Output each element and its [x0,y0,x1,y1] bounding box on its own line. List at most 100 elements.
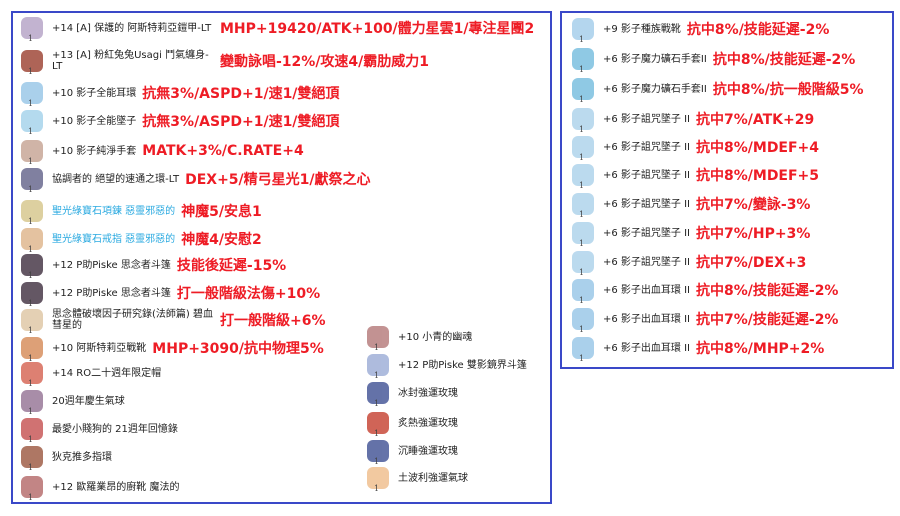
item-name: +10 影子全能耳環 [52,87,137,99]
boots-icon [21,337,43,363]
item-stats: 抗中7%/DEX+3 [696,255,807,271]
necklace-icon [21,200,43,226]
item-stats: 抗中7%/ATK+29 [696,112,815,128]
equipment-item[interactable]: 沉睡強運玫瑰 [367,438,458,466]
boots-icon [21,476,43,502]
item-name: +12 P助Piske 思念者斗篷 [52,259,171,271]
equipment-item[interactable]: +6 影子詛咒墜子 II 抗中7%/HP+3% [572,220,811,248]
pendant-icon [572,222,594,248]
item-stats: 抗中8%/MDEF+5 [696,168,820,184]
glove-icon [21,140,43,166]
item-name: +12 P助Piske 雙影鏡界斗篷 [398,359,527,371]
equipment-item[interactable]: +6 影子詛咒墜子 II 抗中8%/MDEF+5 [572,162,820,190]
item-stats: 抗中8%/技能延遲-2% [712,52,856,68]
pendant-icon [572,108,594,134]
item-name: +6 影子出血耳環 II [603,342,690,354]
item-name: 聖光綠寶石戒指 惡靈邪惡的 [52,233,176,245]
item-name: +6 影子出血耳環 II [603,284,690,296]
equipment-item[interactable]: +13 [A] 粉紅兔兔Usagi 鬥氣纏身-LT變動詠唱-12%/攻速4/霸肋… [21,48,429,76]
item-name: +10 阿斯特莉亞戰靴 [52,342,147,354]
glove-icon [572,48,594,74]
item-stats: DEX+5/精弓星光1/獻祭之心 [185,172,371,188]
equipment-item[interactable]: +12 歐羅業昂的廚靴 魔法的 [21,474,180,502]
item-stats: 技能後延遲-15% [176,258,287,274]
rose-icon [367,440,389,466]
item-stats: 打一般階級法傷+10% [176,286,321,302]
equipment-item[interactable]: +12 P助Piske 雙影鏡界斗篷 [367,352,527,380]
item-stats: 抗中7%/HP+3% [696,226,811,242]
cloak-icon [21,282,43,308]
rose-icon [367,382,389,408]
item-name: 思念體破壞因子研究錄(法師篇) 碧血彗星的 [52,309,213,331]
armor-icon [21,17,43,43]
item-name: +6 影子詛咒墜子 II [603,227,690,239]
equipment-item[interactable]: 土波利強運氣球 [367,465,468,493]
item-stats: 抗中8%/MDEF+4 [696,140,820,156]
item-name: +10 影子全能墜子 [52,115,137,127]
item-stats: 神魔5/安息1 [181,204,262,220]
balloon-icon [367,467,389,493]
item-stats: 抗中8%/技能延遲-2% [686,22,830,38]
item-name: +6 影子詛咒墜子 II [603,169,690,181]
equipment-item[interactable]: 20週年慶生氣球 [21,388,125,416]
item-name: +6 影子魔力礦石手套II [603,83,707,95]
ring-icon [21,168,43,194]
item-name: 冰封強運玫瑰 [398,387,458,399]
equipment-item[interactable]: 冰封強運玫瑰 [367,380,458,408]
item-name: 狄克推多指環 [52,451,112,463]
item-stats: 抗無3%/ASPD+1/速1/雙絕頂 [142,114,340,130]
pendant-icon [572,251,594,277]
item-name: +6 影子詛咒墜子 II [603,198,690,210]
item-name: +14 [A] 保護的 阿斯特莉亞鎧甲-LT [52,22,212,34]
equipment-item[interactable]: 狄克推多指環 [21,444,112,472]
equipment-item[interactable]: +6 影子詛咒墜子 II 抗中7%/ATK+29 [572,106,815,134]
equipment-item[interactable]: +14 RO二十週年限定帽 [21,360,162,388]
item-name: +13 [A] 粉紅兔兔Usagi 鬥氣纏身-LT [52,50,209,72]
item-name: +6 影子詛咒墜子 II [603,113,690,125]
book-icon [21,309,43,335]
equipment-item[interactable]: +6 影子詛咒墜子 II 抗中7%/DEX+3 [572,249,807,277]
cloak-icon [21,254,43,280]
spirit-icon [367,326,389,352]
item-name: +12 P助Piske 思念者斗篷 [52,287,171,299]
item-name: +6 影子詛咒墜子 II [603,256,690,268]
item-stats: MHP+19420/ATK+100/體力星雲1/專注星團2 [220,21,535,37]
garment-icon [21,50,43,76]
earring-icon [21,82,43,108]
earring-icon [572,337,594,363]
equipment-item[interactable]: +10 小青的幽魂 [367,324,472,352]
earring-icon [572,279,594,305]
item-name: +14 RO二十週年限定帽 [52,367,162,379]
ring-icon [21,228,43,254]
book-icon [21,418,43,444]
glove-icon [572,78,594,104]
equipment-panel-left: +14 [A] 保護的 阿斯特莉亞鎧甲-LT MHP+19420/ATK+100/… [11,11,552,504]
equipment-item[interactable]: 炙熱強運玫瑰 [367,410,458,438]
rose-icon [367,412,389,438]
equipment-item[interactable]: +14 [A] 保護的 阿斯特莉亞鎧甲-LT MHP+19420/ATK+100/… [21,15,535,43]
item-stats: MATK+3%/C.RATE+4 [142,143,304,159]
balloon-icon [21,390,43,416]
item-stats: 抗無3%/ASPD+1/速1/雙絕頂 [142,86,340,102]
item-name: +6 影子出血耳環 II [603,313,690,325]
equipment-item[interactable]: 最愛小賤狗的 21週年回憶錄 [21,416,178,444]
item-name: +12 歐羅業昂的廚靴 魔法的 [52,481,180,493]
